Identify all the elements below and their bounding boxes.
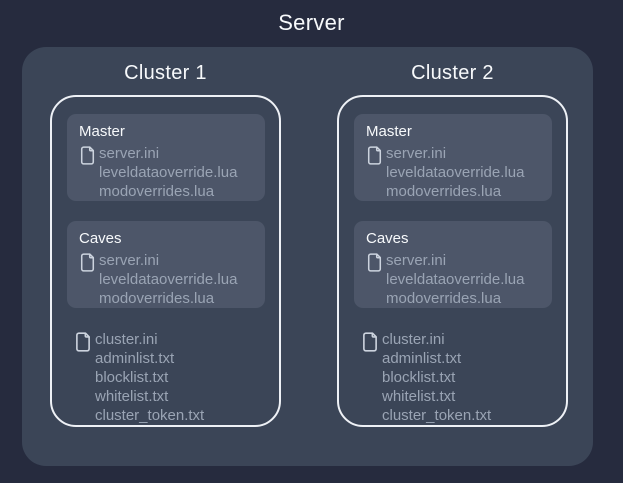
root-file-list: cluster.ini adminlist.txt blocklist.txt …: [95, 330, 204, 425]
file-name: server.ini: [386, 145, 447, 162]
file-name: leveldataoverride.lua: [99, 271, 238, 288]
file-name: whitelist.txt: [382, 388, 456, 405]
shard-file-group: server.ini leveldataoverride.lua modover…: [366, 251, 540, 308]
shard-name: Master: [79, 123, 125, 140]
shard-file-list: server.ini leveldataoverride.lua modover…: [99, 251, 237, 308]
file-name: whitelist.txt: [95, 388, 169, 405]
cluster-1-box: Master server.ini leveldataoverride.lua …: [50, 95, 281, 427]
file-icon: [79, 252, 96, 273]
file-icon: [366, 145, 383, 166]
file-name: leveldataoverride.lua: [386, 271, 525, 288]
file-name: adminlist.txt: [382, 350, 462, 367]
file-icon: [79, 145, 96, 166]
file-name: modoverrides.lua: [99, 183, 215, 200]
file-name: server.ini: [386, 252, 447, 269]
cluster-1-shard-caves: Caves server.ini leveldataoverride.lua m…: [67, 221, 265, 308]
shard-name: Caves: [79, 230, 122, 247]
cluster-1-root-files: cluster.ini adminlist.txt blocklist.txt …: [74, 330, 265, 425]
shard-file-group: server.ini leveldataoverride.lua modover…: [79, 144, 253, 201]
file-icon: [366, 252, 383, 273]
file-name: server.ini: [99, 252, 160, 269]
file-name: server.ini: [99, 145, 160, 162]
cluster-2-shard-master: Master server.ini leveldataoverride.lua …: [354, 114, 552, 201]
shard-file-group: server.ini leveldataoverride.lua modover…: [79, 251, 253, 308]
shard-file-list: server.ini leveldataoverride.lua modover…: [386, 251, 524, 308]
file-name: blocklist.txt: [382, 369, 456, 386]
shard-file-list: server.ini leveldataoverride.lua modover…: [386, 144, 524, 201]
file-name: cluster.ini: [95, 331, 158, 348]
file-name: adminlist.txt: [95, 350, 175, 367]
file-name: modoverrides.lua: [386, 183, 502, 200]
root-file-list: cluster.ini adminlist.txt blocklist.txt …: [382, 330, 491, 425]
cluster-1: Cluster 1 Master server.ini leveldataove…: [50, 60, 281, 427]
file-icon: [74, 331, 92, 353]
cluster-2-box: Master server.ini leveldataoverride.lua …: [337, 95, 568, 427]
file-name: cluster_token.txt: [95, 407, 205, 424]
server-box: Cluster 1 Master server.ini leveldataove…: [22, 47, 593, 466]
shard-name: Master: [366, 123, 412, 140]
file-name: leveldataoverride.lua: [386, 164, 525, 181]
file-name: cluster.ini: [382, 331, 445, 348]
file-name: modoverrides.lua: [99, 290, 215, 307]
cluster-1-shard-master: Master server.ini leveldataoverride.lua …: [67, 114, 265, 201]
shard-name: Caves: [366, 230, 409, 247]
file-icon: [361, 331, 379, 353]
file-name: modoverrides.lua: [386, 290, 502, 307]
shard-file-list: server.ini leveldataoverride.lua modover…: [99, 144, 237, 201]
cluster-2-shard-caves: Caves server.ini leveldataoverride.lua m…: [354, 221, 552, 308]
file-name: leveldataoverride.lua: [99, 164, 238, 181]
cluster-2-title: Cluster 2: [411, 62, 494, 84]
shard-file-group: server.ini leveldataoverride.lua modover…: [366, 144, 540, 201]
cluster-1-title: Cluster 1: [124, 62, 207, 84]
file-name: blocklist.txt: [95, 369, 169, 386]
server-title: Server: [278, 10, 345, 35]
file-name: cluster_token.txt: [382, 407, 492, 424]
cluster-2: Cluster 2 Master server.ini leveldataove…: [337, 60, 568, 427]
cluster-2-root-files: cluster.ini adminlist.txt blocklist.txt …: [361, 330, 552, 425]
